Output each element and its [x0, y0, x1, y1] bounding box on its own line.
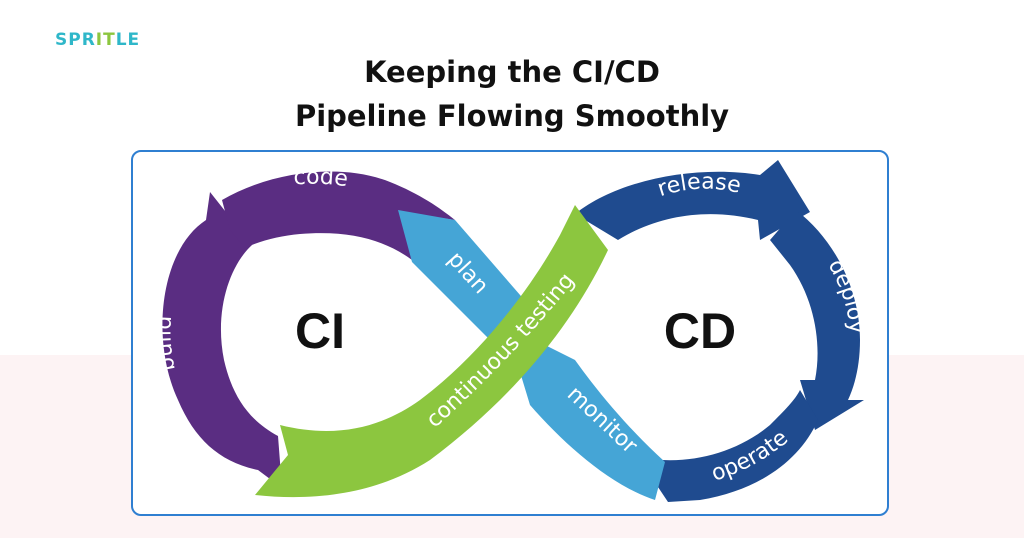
title-line-1: Keeping the CI/CD: [364, 55, 660, 89]
deploy-arrow: [770, 210, 864, 430]
spritle-logo: SPRITLE: [55, 30, 141, 50]
testing-band: [255, 205, 608, 498]
ci-hub-label: CI: [295, 303, 345, 359]
plan-arrow: [398, 210, 540, 350]
ci-loop: [162, 171, 455, 488]
build-arrow: [162, 192, 282, 488]
monitor-arrow: [520, 345, 665, 500]
page-title: Keeping the CI/CD Pipeline Flowing Smoot…: [0, 50, 1024, 138]
stage-label-build: build: [151, 315, 180, 374]
cd-hub-label: CD: [664, 303, 736, 359]
monitor-band: [520, 345, 665, 500]
title-line-2: Pipeline Flowing Smoothly: [294, 99, 730, 133]
plan-band: [398, 210, 540, 350]
operate-arrow: [652, 390, 818, 502]
stage-label-code: code: [293, 165, 350, 193]
code-arrow: [222, 171, 455, 260]
cd-loop: [575, 160, 864, 502]
release-arrow: [575, 160, 810, 240]
continuous-testing-arrow: [255, 205, 608, 498]
